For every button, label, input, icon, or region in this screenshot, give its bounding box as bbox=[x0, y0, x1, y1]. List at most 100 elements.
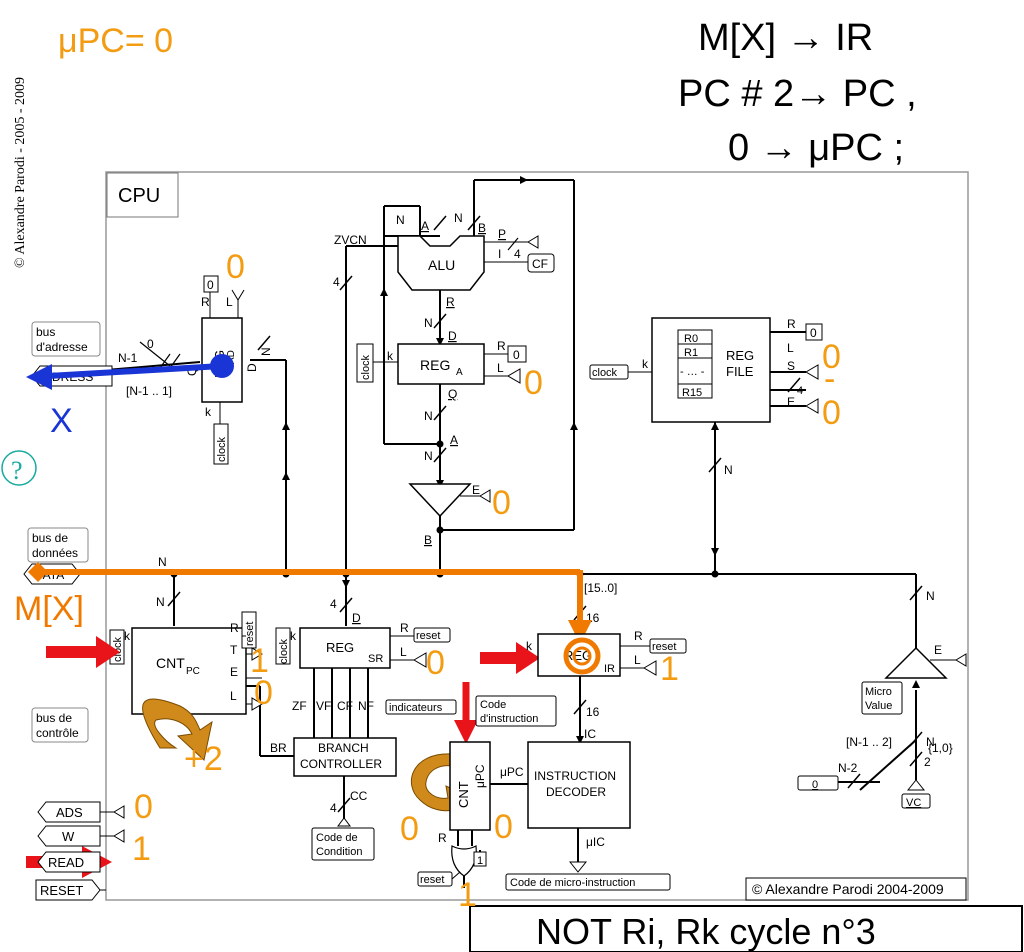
svg-text:DECODER: DECODER bbox=[546, 785, 606, 799]
svg-text:ADS: ADS bbox=[56, 805, 83, 820]
svg-text:N: N bbox=[926, 589, 935, 603]
svg-text:ZF: ZF bbox=[292, 699, 307, 713]
increment-loop-icon bbox=[142, 698, 213, 761]
clock-arrow-ir bbox=[480, 642, 540, 674]
svg-text:BRANCH: BRANCH bbox=[318, 741, 369, 755]
svg-text:R1: R1 bbox=[684, 347, 698, 359]
svg-text:R: R bbox=[438, 831, 447, 845]
svg-text:reset: reset bbox=[416, 630, 440, 642]
svg-text:INSTRUCTION: INSTRUCTION bbox=[534, 769, 616, 783]
svg-text:BR: BR bbox=[270, 741, 287, 755]
reg-a bbox=[397, 343, 485, 385]
cpu-label-box bbox=[106, 172, 179, 218]
svg-text:clock: clock bbox=[112, 636, 124, 662]
svg-text:{1,0}: {1,0} bbox=[928, 741, 953, 755]
svg-text:CNT: CNT bbox=[456, 781, 471, 808]
svg-text:0: 0 bbox=[426, 644, 445, 682]
svg-text:L: L bbox=[226, 295, 233, 309]
svg-text:E: E bbox=[472, 483, 480, 497]
svg-text:D: D bbox=[245, 363, 259, 372]
svg-text:R0: R0 bbox=[684, 333, 698, 345]
svg-text:0: 0 bbox=[812, 779, 818, 791]
svg-text:N: N bbox=[424, 409, 433, 423]
svg-text:0: 0 bbox=[254, 674, 273, 712]
svg-text:Q: Q bbox=[448, 387, 457, 401]
svg-text:bus de: bus de bbox=[32, 531, 68, 545]
svg-text:0: 0 bbox=[822, 338, 841, 376]
svg-text:k: k bbox=[642, 357, 649, 371]
svg-text:R: R bbox=[497, 339, 506, 353]
plus2-label: +2 bbox=[184, 740, 223, 778]
bus-donnees-box bbox=[27, 527, 89, 563]
signal-values: 0 0 0 - 0 0 1 0 0 1 0 1 0 0 1 bbox=[132, 248, 841, 914]
svg-text:4: 4 bbox=[330, 597, 337, 611]
svg-text:4: 4 bbox=[333, 275, 340, 289]
svg-text:N-1: N-1 bbox=[118, 351, 138, 365]
svg-text:Code de micro-instruction: Code de micro-instruction bbox=[510, 877, 635, 889]
svg-text:CF: CF bbox=[337, 699, 353, 713]
instruction-decoder bbox=[527, 741, 631, 829]
svg-text:N: N bbox=[724, 463, 733, 477]
upc-status: μPC= 0 bbox=[58, 22, 173, 60]
svg-text:1: 1 bbox=[458, 876, 477, 914]
svg-text:N: N bbox=[396, 213, 405, 227]
svg-text:4: 4 bbox=[330, 801, 337, 815]
svg-text:-: - bbox=[824, 360, 835, 398]
alu-block bbox=[397, 235, 485, 291]
svg-text:D: D bbox=[448, 329, 457, 343]
svg-text:R: R bbox=[230, 621, 239, 635]
svg-text:E: E bbox=[230, 665, 238, 679]
cnt-upc bbox=[449, 741, 491, 831]
clock-arrow-upc bbox=[454, 720, 478, 744]
svg-text:N: N bbox=[926, 735, 935, 749]
rtl-line-2: PC # 2→ PC , bbox=[678, 73, 917, 115]
svg-text:N: N bbox=[259, 347, 273, 356]
ir-load-highlight bbox=[563, 637, 601, 675]
svg-text:R15: R15 bbox=[682, 387, 702, 399]
svg-text:READ: READ bbox=[48, 855, 84, 870]
side-copyright: © Alexandre Parodi - 2005 - 2009 bbox=[13, 77, 28, 268]
svg-text:Code de: Code de bbox=[316, 832, 358, 844]
svg-text:- … -: - … - bbox=[680, 366, 705, 378]
copyright-box bbox=[745, 877, 967, 901]
svg-text:NF: NF bbox=[358, 699, 374, 713]
svg-text:B: B bbox=[424, 533, 432, 547]
svg-text:R: R bbox=[400, 621, 409, 635]
svg-text:I: I bbox=[498, 247, 501, 261]
svg-text:Condition: Condition bbox=[316, 846, 362, 858]
help-icon[interactable] bbox=[1, 450, 37, 486]
svg-text:R: R bbox=[201, 295, 210, 309]
svg-text:RESET: RESET bbox=[40, 883, 83, 898]
svg-text:1: 1 bbox=[477, 855, 483, 867]
svg-text:1: 1 bbox=[660, 650, 679, 688]
mx-label: M[X] bbox=[14, 590, 84, 628]
svg-text:clock: clock bbox=[360, 354, 372, 380]
svg-text:REG: REG bbox=[726, 348, 754, 363]
svg-text:N: N bbox=[424, 449, 433, 463]
address-flow-arrow bbox=[47, 363, 223, 379]
svg-text:S: S bbox=[787, 359, 795, 373]
svg-text:4: 4 bbox=[514, 247, 521, 261]
svg-text:reset: reset bbox=[244, 622, 256, 646]
svg-text:0: 0 bbox=[810, 326, 817, 340]
svg-text:0: 0 bbox=[822, 394, 841, 432]
svg-text:T: T bbox=[230, 643, 238, 657]
svg-text:d'adresse: d'adresse bbox=[36, 340, 88, 354]
svg-text:0: 0 bbox=[513, 348, 520, 362]
svg-text:R: R bbox=[634, 629, 643, 643]
svg-text:B: B bbox=[478, 221, 486, 235]
svg-text:D: D bbox=[352, 611, 361, 625]
svg-text:SR: SR bbox=[368, 653, 383, 665]
read-port bbox=[37, 851, 101, 873]
reset-port bbox=[35, 879, 101, 901]
svg-text:L: L bbox=[230, 689, 237, 703]
micro-value-buffer bbox=[884, 646, 948, 679]
reg-ad-sub: AD bbox=[226, 350, 237, 364]
svg-text:A: A bbox=[450, 433, 458, 447]
svg-text:CF: CF bbox=[532, 257, 548, 271]
svg-text:L: L bbox=[787, 341, 794, 355]
svg-text:L: L bbox=[400, 645, 407, 659]
tri-state-buffer bbox=[408, 483, 472, 518]
svg-text:A: A bbox=[421, 219, 429, 233]
